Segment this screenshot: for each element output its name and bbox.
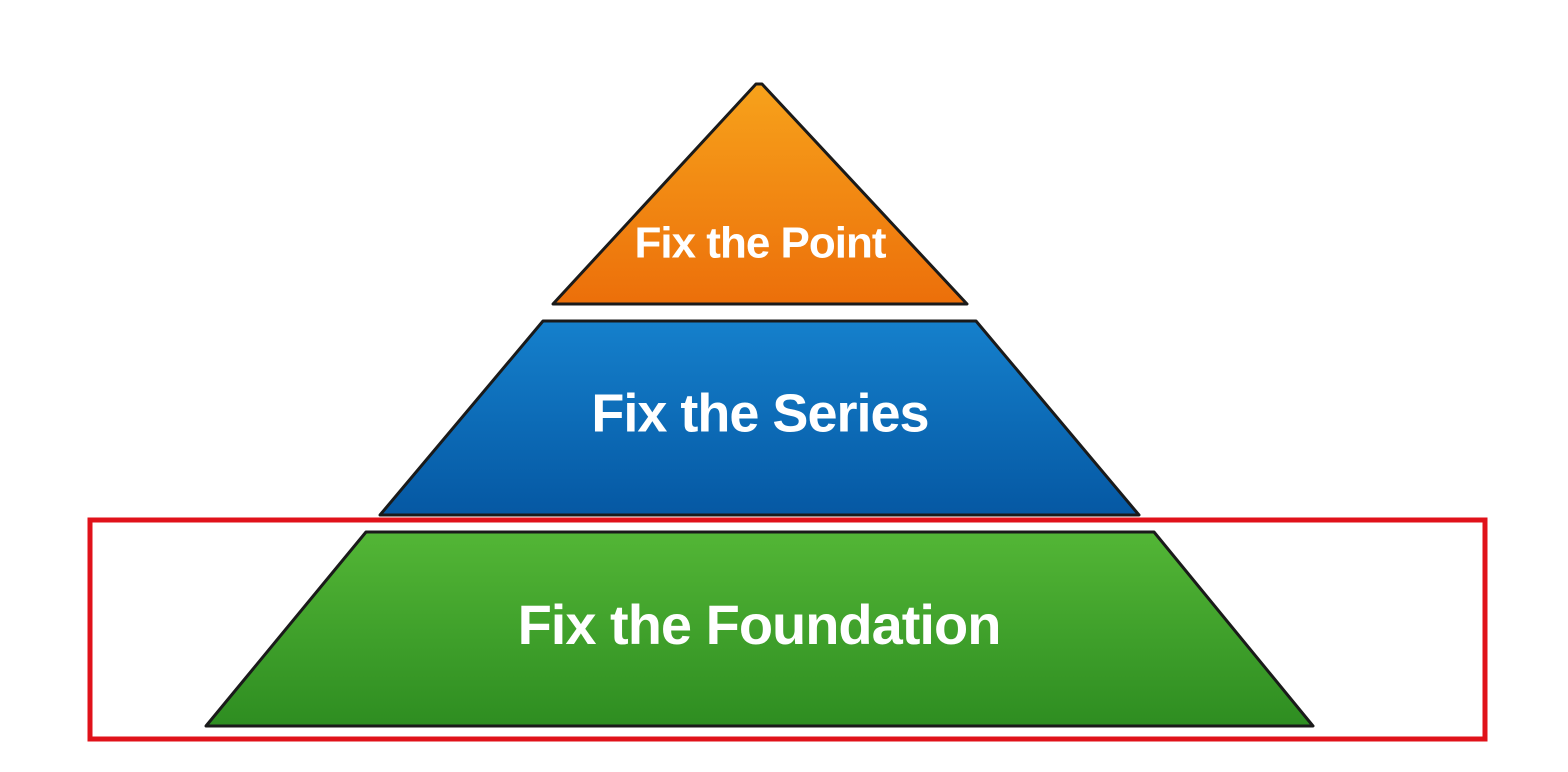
tier-point: Fix the Point [551,82,969,306]
tier-foundation-shape [204,530,1315,728]
tier-series-label: Fix the Series [591,383,928,443]
tier-series: Fix the Series [378,319,1141,517]
highlight-box [87,517,1488,742]
tier-foundation: Fix the Foundation [204,530,1315,728]
tier-point-label: Fix the Point [635,219,887,268]
tier-point-shape [551,82,969,306]
tier-foundation-label: Fix the Foundation [518,593,1001,656]
tier-series-shape [378,319,1141,517]
